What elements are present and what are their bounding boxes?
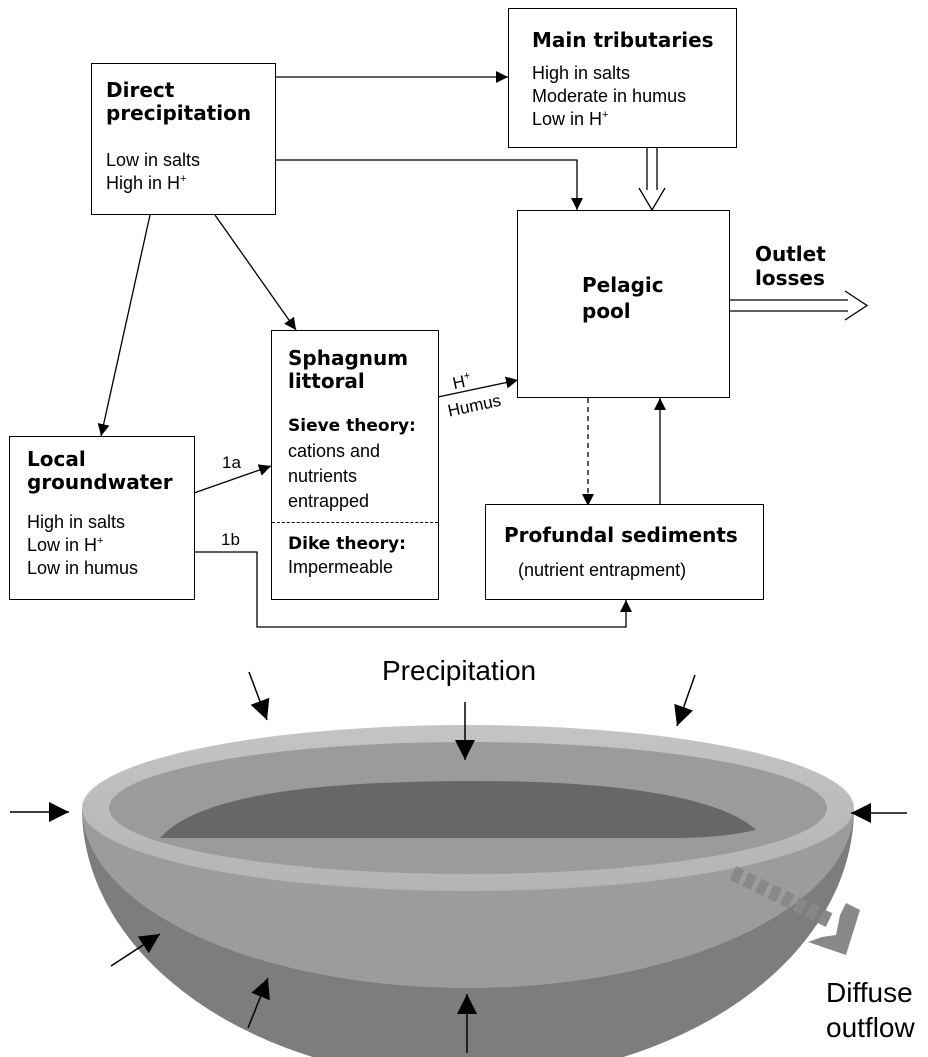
main-tributaries-box: Main tributaries High in salts Moderate … bbox=[508, 8, 737, 148]
arrow-groundwater-to-sphagnum bbox=[193, 464, 272, 494]
profundal-sediments-title: Profundal sediments bbox=[504, 523, 738, 547]
arrow-outlet-losses bbox=[730, 290, 869, 321]
local-groundwater-humus: Low in humus bbox=[27, 558, 139, 578]
arrow-precip-to-groundwater bbox=[97, 214, 151, 437]
main-tributaries-title: Main tributaries bbox=[532, 28, 714, 52]
local-groundwater-title-line1: Local bbox=[27, 447, 86, 471]
arrow-tributaries-to-pelagic bbox=[638, 147, 666, 212]
arrow-sphagnum-to-pelagic bbox=[437, 376, 519, 398]
sphagnum-title-line1: Sphagnum bbox=[288, 346, 409, 370]
sphagnum-littoral-title: Sphagnum littoral bbox=[288, 347, 408, 393]
dike-theory-heading: Dike theory: bbox=[288, 534, 406, 554]
pelagic-pool-title-line1: Pelagic bbox=[582, 273, 664, 297]
theory-divider bbox=[272, 522, 438, 523]
local-groundwater-title: Local groundwater bbox=[27, 448, 173, 494]
path-1a-label: 1a bbox=[222, 453, 241, 472]
local-groundwater-salts: High in salts bbox=[27, 512, 126, 532]
pelagic-pool-title-line2: pool bbox=[582, 299, 631, 323]
basin-inflow-arrows bbox=[10, 671, 907, 1053]
path-1b-label: 1b bbox=[221, 530, 240, 549]
pelagic-pool-box: Pelagic pool bbox=[517, 210, 730, 398]
sieve-line3: entrapped bbox=[288, 491, 370, 511]
sieve-line1: cations and bbox=[288, 441, 381, 461]
sieve-theory-heading: Sieve theory: bbox=[288, 416, 416, 436]
lake-basin bbox=[82, 725, 854, 1057]
outlet-losses-label: Outlet losses bbox=[755, 242, 826, 290]
sphagnum-title-line2: littoral bbox=[288, 369, 365, 393]
main-tributaries-h: Low in H+ bbox=[532, 109, 609, 129]
direct-precipitation-title: Direct precipitation bbox=[106, 79, 251, 125]
profundal-sediments-box: Profundal sediments (nutrient entrapment… bbox=[485, 504, 764, 600]
arrow-precip-to-pelagic bbox=[275, 159, 583, 210]
precipitation-label: Precipitation bbox=[382, 655, 537, 686]
outlet-losses-line1: Outlet bbox=[755, 242, 826, 266]
profundal-sediments-note: (nutrient entrapment) bbox=[518, 560, 687, 580]
diffuse-outflow-line2: outflow bbox=[826, 1012, 915, 1043]
local-groundwater-box: Local groundwater High in salts Low in H… bbox=[9, 436, 195, 600]
local-groundwater-h: Low in H+ bbox=[27, 535, 104, 555]
dike-line1: Impermeable bbox=[288, 557, 394, 577]
direct-precipitation-box: Direct precipitation Low in salts High i… bbox=[91, 63, 276, 215]
direct-precipitation-salts: Low in salts bbox=[106, 150, 201, 170]
diffuse-outflow-label: Diffuse outflow bbox=[826, 975, 915, 1045]
sphagnum-littoral-box: Sphagnum littoral Sieve theory: cations … bbox=[271, 330, 439, 600]
direct-precipitation-title-line2: precipitation bbox=[106, 101, 252, 125]
direct-precipitation-title-line1: Direct bbox=[106, 78, 175, 102]
outlet-losses-line2: losses bbox=[755, 266, 825, 290]
main-tributaries-humus: Moderate in humus bbox=[532, 86, 687, 106]
main-tributaries-salts: High in salts bbox=[532, 63, 631, 83]
pelagic-pool-title: Pelagic pool bbox=[582, 272, 664, 324]
arrow-groundwater-to-sediments bbox=[194, 551, 632, 628]
h-plus-label: H+ bbox=[450, 369, 472, 394]
diffuse-outflow-arrow bbox=[729, 866, 860, 955]
arrow-precip-to-sphagnum bbox=[214, 214, 297, 331]
sieve-line2: nutrients bbox=[288, 466, 358, 486]
local-groundwater-title-line2: groundwater bbox=[27, 470, 173, 494]
diffuse-outflow-line1: Diffuse bbox=[826, 977, 913, 1008]
direct-precipitation-h: High in H+ bbox=[106, 173, 187, 193]
basin-water bbox=[160, 780, 756, 838]
